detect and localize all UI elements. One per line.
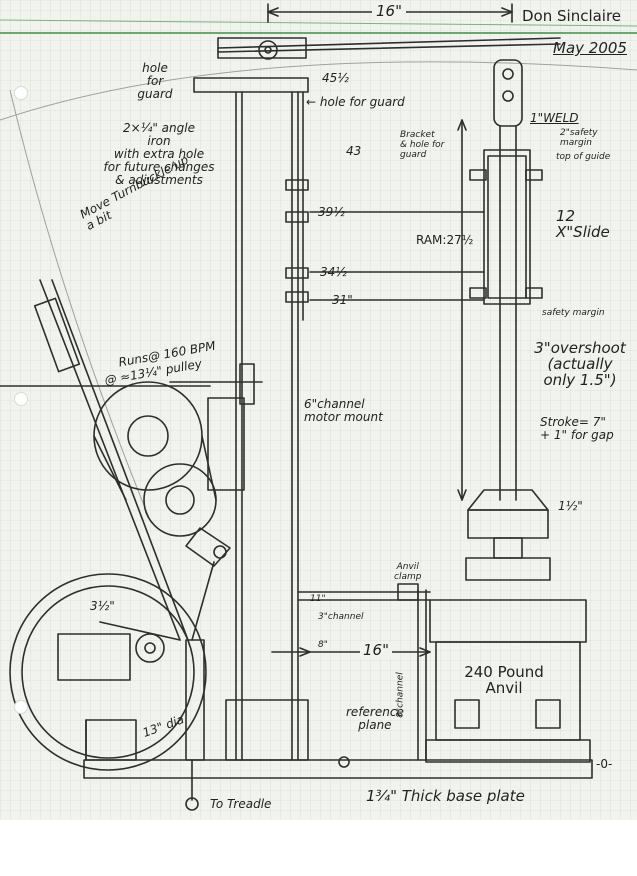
overshoot-label: 3"overshoot (actually only 1.5") [534, 339, 626, 389]
motor-mount [207, 397, 245, 491]
dim-8-label: 8" [318, 640, 328, 650]
author-name: Don Sinclaire [522, 7, 622, 25]
anvil-label: 240 Pound Anvil [464, 663, 544, 697]
top-of-guide-label: top of guide [556, 152, 611, 162]
hole-for-guard-left-label: hole for guard [137, 61, 173, 101]
page-bottom-margin [0, 820, 637, 876]
treadle-rod [39, 279, 181, 641]
anvil-clamp-label: Anvil clamp [394, 562, 422, 582]
reference-plane-label: reference plane [346, 705, 404, 732]
crank-arm [185, 527, 231, 567]
bracket-label: Bracket & hole for guard [400, 130, 445, 160]
stroke-label: Stroke= 7" + 1" for gap [540, 415, 614, 442]
drawing-date: May 2005 [553, 39, 627, 57]
bottom-die [465, 557, 551, 581]
treadle-wheel [9, 573, 207, 771]
column-bolt-34 [285, 267, 309, 279]
reference-plane-marker [338, 756, 350, 768]
dim-31-label: 31" [332, 293, 353, 307]
anvil-foot-left [454, 699, 480, 729]
column-bolt-31 [285, 291, 309, 303]
sketch-canvas [0, 0, 637, 820]
zero-mark-label: -0- [596, 757, 613, 771]
weld-label: 1"WELD [530, 111, 579, 125]
top-dimension-label: 16" [372, 3, 406, 19]
faint-sweep-arc [0, 61, 637, 121]
punch-hole-top [14, 86, 28, 100]
anvil-foot-right [535, 699, 561, 729]
dim-16-lower-label: 16" [360, 642, 392, 658]
lower-turnbuckle [185, 639, 205, 761]
ram-label: RAM:27½ [416, 233, 474, 247]
punch-hole-bottom [14, 700, 28, 714]
motor-mount-label: 6"channel motor mount [304, 397, 383, 424]
top-plate [193, 77, 309, 93]
base-plate-label: 1¾" Thick base plate [366, 787, 525, 805]
dim-34-half-label: 34½ [320, 265, 347, 279]
angle-iron-label: 2×¼" angle iron with extra hole for futu… [103, 121, 215, 187]
dim-1-half-label: 1½" [558, 499, 583, 513]
column-bolt-43 [285, 179, 309, 191]
slide-label: 12 X"Slide [556, 207, 610, 241]
ram-clevis [493, 59, 523, 127]
graph-paper-grid [0, 0, 637, 820]
drawing-sheet: Don Sinclaire May 2005 16" hole for guar… [0, 0, 637, 820]
faint-treadle-arc [9, 89, 151, 521]
dim-3-half-label: 3½" [90, 599, 115, 613]
dim-11-label: 11" [310, 594, 326, 604]
dim-43-label: 43 [346, 144, 362, 158]
hole-for-guard-right-label: ← hole for guard [306, 95, 405, 109]
punch-hole-middle [14, 392, 28, 406]
safety-margin-lower-label: safety margin [542, 308, 605, 318]
safety-margin-top-label: 2"safety margin [560, 128, 598, 148]
channel-3-label: 3"channel [318, 612, 364, 622]
upper-turnbuckle [33, 297, 81, 373]
column-bolt-39 [285, 211, 309, 223]
to-treadle-label: To Treadle [210, 797, 272, 811]
slide-guide [483, 149, 531, 305]
dim-39-half-label: 39½ [318, 205, 345, 219]
crank-block [57, 633, 131, 681]
dim-45-half-label: 45½ [322, 71, 349, 85]
base-plate [83, 759, 593, 779]
page-top-rule-2 [0, 19, 637, 27]
